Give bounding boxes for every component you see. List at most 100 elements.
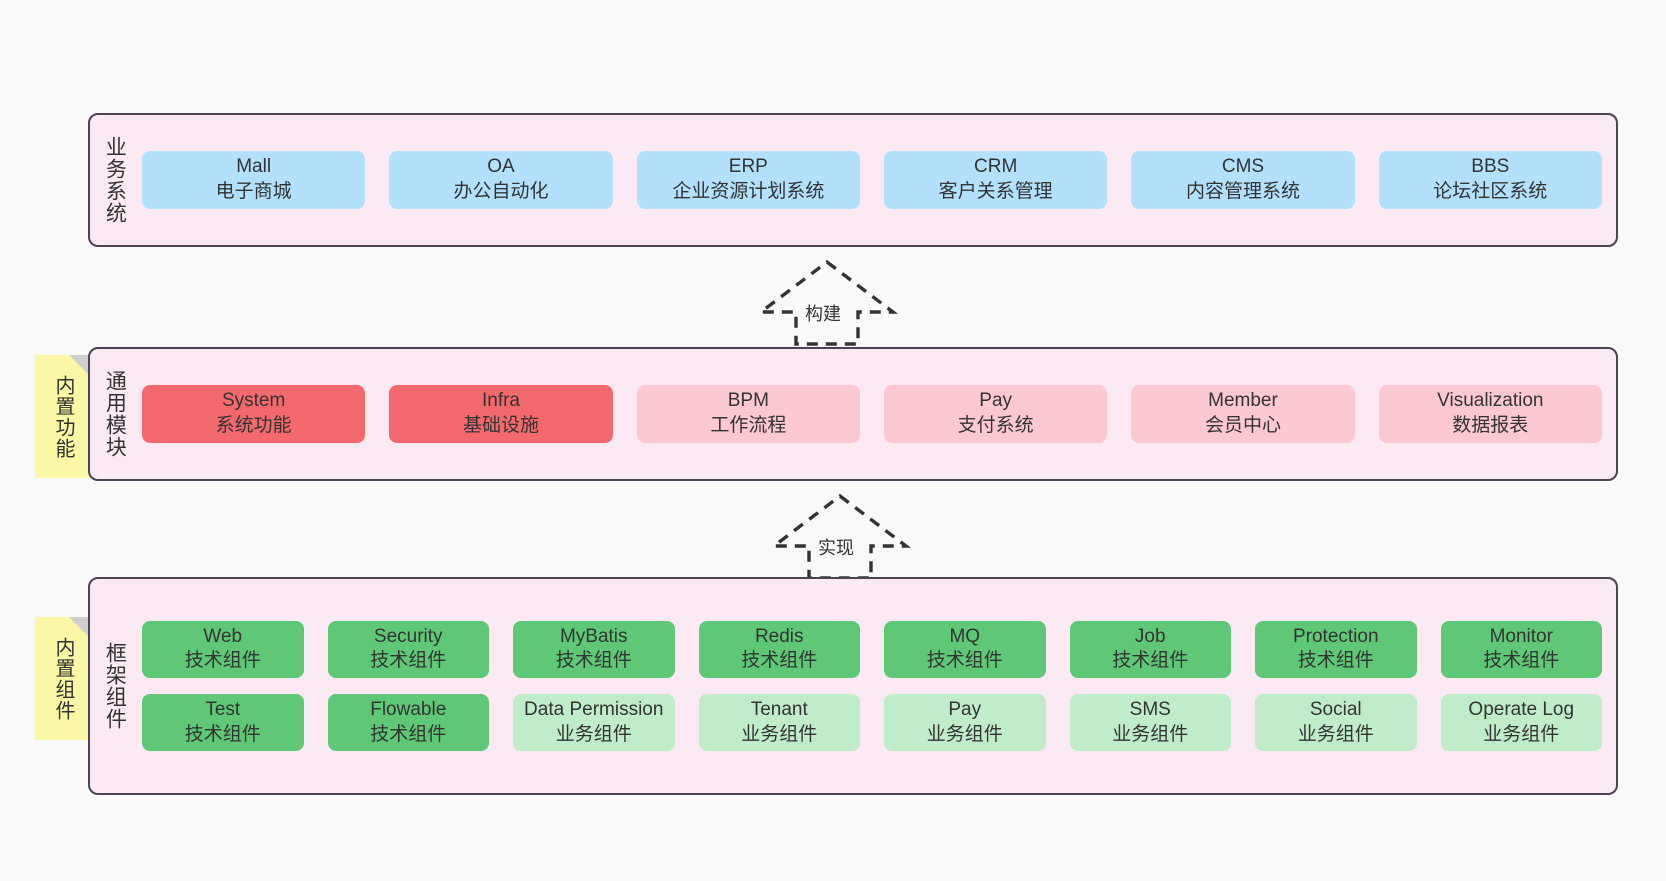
tile-title: Pay: [948, 699, 982, 720]
tile-member[interactable]: Member 会员中心: [1131, 385, 1355, 443]
tile-title: Flowable: [370, 699, 447, 720]
tile-web[interactable]: Web 技术组件: [142, 620, 304, 678]
tile-security[interactable]: Security 技术组件: [327, 620, 489, 678]
tile-title: System: [221, 390, 286, 412]
sticky-note-builtin-components: 内置组件: [35, 617, 91, 740]
tile-title: CMS: [1221, 156, 1265, 178]
tile-social[interactable]: Social 业务组件: [1255, 694, 1417, 752]
tile-infra[interactable]: Infra 基础设施: [389, 385, 613, 443]
sticky-note-builtin-functions: 内置功能: [35, 355, 91, 478]
tile-subtitle: 业务组件: [1112, 723, 1189, 745]
tile-title: Social: [1309, 699, 1362, 720]
sticky-note-label: 内置组件: [52, 636, 74, 721]
tile-title: Test: [205, 699, 241, 720]
connector-build-arrow-icon: [755, 259, 899, 346]
tile-title: ERP: [728, 156, 768, 178]
tile-system[interactable]: System 系统功能: [142, 385, 366, 443]
tile-oa[interactable]: OA 办公自动化: [389, 151, 613, 209]
tile-redis[interactable]: Redis 技术组件: [698, 620, 860, 678]
layer-title-framework-components: 框架组件: [103, 642, 127, 730]
tile-subtitle: 客户关系管理: [938, 181, 1053, 202]
tile-data-permission[interactable]: Data Permission 业务组件: [513, 694, 675, 752]
layer-common-modules: 通用模块 System 系统功能 Infra 基础设施 BPM 工作流程 Pay…: [88, 347, 1618, 481]
connector-implement-label: 实现: [815, 534, 857, 560]
tile-row: Web 技术组件 Security 技术组件 MyBatis 技术组件 Redi…: [142, 620, 1602, 678]
tile-mq[interactable]: MQ 技术组件: [884, 620, 1046, 678]
tile-subtitle: 技术组件: [1483, 650, 1560, 672]
tile-tenant[interactable]: Tenant 业务组件: [698, 694, 860, 752]
tile-subtitle: 技术组件: [184, 723, 261, 745]
tile-title: Infra: [481, 390, 520, 412]
sticky-note-label: 内置功能: [52, 374, 74, 459]
note-fold-corner-icon: [69, 617, 91, 639]
tile-title: Security: [373, 625, 443, 647]
tile-crm[interactable]: CRM 客户关系管理: [883, 151, 1108, 209]
tile-operate-log[interactable]: Operate Log 业务组件: [1440, 694, 1602, 752]
tile-bpm[interactable]: BPM 工作流程: [636, 385, 860, 443]
tile-flowable[interactable]: Flowable 技术组件: [327, 694, 489, 752]
tile-subtitle: 业务组件: [555, 723, 632, 745]
note-fold-corner-icon: [69, 355, 91, 377]
tile-mybatis[interactable]: MyBatis 技术组件: [513, 620, 675, 678]
tile-visualization[interactable]: Visualization 数据报表: [1378, 385, 1602, 443]
tile-subtitle: 支付系统: [957, 415, 1034, 436]
tile-subtitle: 数据报表: [1452, 415, 1529, 436]
layer-framework-components: 框架组件 Web 技术组件 Security 技术组件 MyBatis 技术组件…: [88, 577, 1618, 795]
tile-title: Mall: [236, 156, 272, 178]
tile-title: Visualization: [1437, 390, 1544, 412]
connector-implement: 实现: [768, 492, 912, 580]
tile-subtitle: 技术组件: [184, 650, 261, 672]
tile-job[interactable]: Job 技术组件: [1069, 620, 1231, 678]
tile-subtitle: 工作流程: [710, 415, 787, 436]
tile-title: CRM: [974, 156, 1018, 178]
tile-title: Protection: [1292, 625, 1379, 647]
tile-title: BBS: [1471, 156, 1510, 178]
tile-title: OA: [487, 156, 515, 178]
tile-subtitle: 业务组件: [1297, 723, 1374, 745]
tile-subtitle: 技术组件: [370, 723, 447, 745]
tile-subtitle: 论坛社区系统: [1433, 181, 1548, 202]
tile-subtitle: 业务组件: [1483, 723, 1560, 745]
tile-monitor[interactable]: Monitor 技术组件: [1440, 620, 1602, 678]
tile-subtitle: 电子商城: [215, 181, 292, 202]
tile-subtitle: 业务组件: [926, 723, 1003, 745]
tile-title: Job: [1134, 625, 1166, 647]
tile-title: BPM: [727, 390, 769, 412]
tile-row: System 系统功能 Infra 基础设施 BPM 工作流程 Pay 支付系统…: [142, 385, 1602, 443]
layer-business-system: 业务系统 Mall 电子商城 OA 办公自动化 ERP 企业资源计划系统 CRM…: [88, 113, 1618, 247]
connector-build-label: 构建: [802, 300, 844, 326]
tile-subtitle: 技术组件: [1297, 650, 1374, 672]
connector-build: 构建: [755, 258, 899, 346]
tile-mall[interactable]: Mall 电子商城: [142, 151, 366, 209]
tile-protection[interactable]: Protection 技术组件: [1255, 620, 1417, 678]
tile-bbs[interactable]: BBS 论坛社区系统: [1378, 151, 1602, 209]
tile-title: MQ: [949, 625, 981, 647]
tile-title: Data Permission: [524, 699, 664, 720]
tile-title: SMS: [1129, 699, 1171, 720]
tile-subtitle: 内容管理系统: [1185, 181, 1300, 202]
tile-subtitle: 办公自动化: [453, 181, 549, 202]
tile-test[interactable]: Test 技术组件: [142, 694, 304, 752]
tile-subtitle: 企业资源计划系统: [672, 181, 825, 202]
tile-erp[interactable]: ERP 企业资源计划系统: [636, 151, 860, 209]
layer-body-common-modules: System 系统功能 Infra 基础设施 BPM 工作流程 Pay 支付系统…: [138, 349, 1616, 479]
tile-pay-component[interactable]: Pay 业务组件: [884, 694, 1046, 752]
tile-sms[interactable]: SMS 业务组件: [1069, 694, 1231, 752]
tile-title: Pay: [979, 390, 1013, 412]
tile-title: Web: [203, 625, 243, 647]
tile-subtitle: 业务组件: [741, 723, 818, 745]
layer-body-framework-components: Web 技术组件 Security 技术组件 MyBatis 技术组件 Redi…: [138, 579, 1616, 793]
layer-title-common-modules: 通用模块: [103, 370, 127, 458]
tile-title: Redis: [754, 625, 804, 647]
tile-title: Monitor: [1489, 625, 1553, 647]
tile-subtitle: 技术组件: [741, 650, 818, 672]
tile-title: Member: [1208, 390, 1278, 412]
tile-subtitle: 基础设施: [462, 415, 539, 436]
tile-title: MyBatis: [559, 625, 628, 647]
tile-pay-module[interactable]: Pay 支付系统: [883, 385, 1108, 443]
tile-subtitle: 技术组件: [926, 650, 1003, 672]
tile-cms[interactable]: CMS 内容管理系统: [1131, 151, 1355, 209]
tile-title: Tenant: [750, 699, 808, 720]
tile-title: Operate Log: [1468, 699, 1575, 720]
